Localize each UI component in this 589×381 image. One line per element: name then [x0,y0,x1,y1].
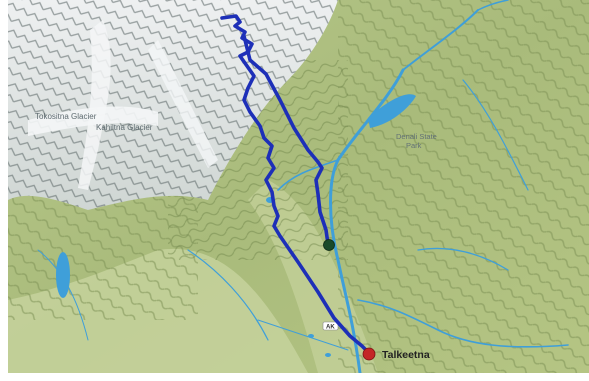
glacier-label-2: Kahiltna Glacier [96,123,153,132]
park-label-line2: Park [406,141,422,150]
map-canvas[interactable]: Tokositna Glacier Kahiltna Glacier Denal… [8,0,589,373]
highway-shield-icon: AK [322,321,339,331]
glacier-label-1: Tokositna Glacier [35,112,97,121]
lake-west [56,252,70,298]
glacier-band-2 [78,20,111,190]
route-start-marker-icon[interactable] [323,239,335,251]
hill-texture-east [338,0,589,373]
glacier-band-3 [148,40,218,168]
route-branch [242,34,330,246]
pond-2 [308,334,314,338]
city-label: Talkeetna [382,349,430,361]
park-label: Denali State [396,132,437,141]
route-end-marker-icon[interactable] [362,347,376,361]
map-view[interactable]: Tokositna Glacier Kahiltna Glacier Denal… [8,0,589,373]
pond-3 [325,353,331,357]
svg-text:AK: AK [326,325,335,331]
lake-valley [368,94,416,128]
